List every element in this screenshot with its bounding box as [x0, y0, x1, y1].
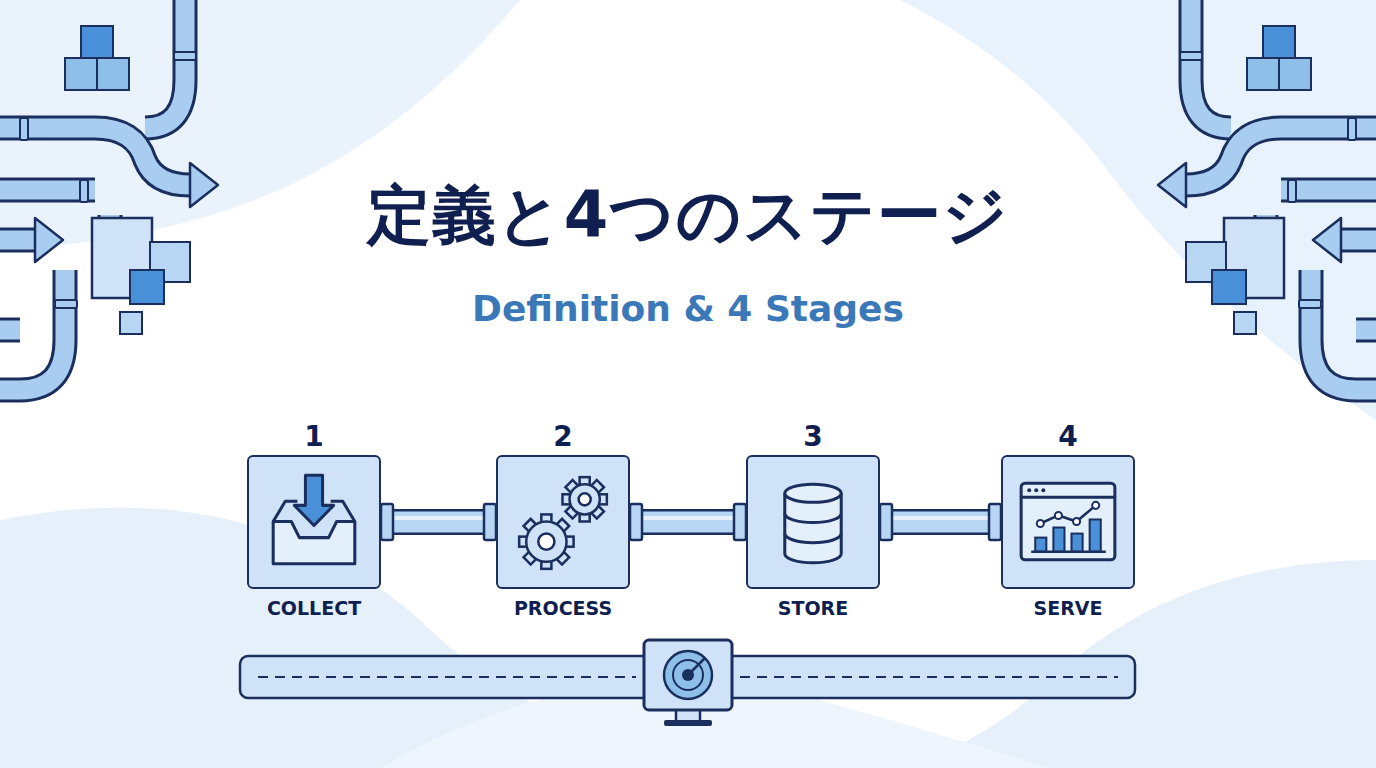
pipe-decoration: [1158, 0, 1376, 390]
flow-arrow: [1313, 218, 1341, 262]
pipe: [1191, 0, 1231, 128]
flow-arrow: [35, 218, 63, 262]
pipe-shine: [381, 516, 496, 520]
dashed-line: [258, 676, 636, 678]
stage-icon: [249, 457, 379, 587]
dashed-line: [740, 676, 1118, 678]
pipe: [1311, 270, 1376, 390]
pipe-fill: [630, 512, 746, 533]
pipe-flange: [174, 52, 196, 60]
data-block: [1234, 312, 1256, 334]
stage-box: 1COLLECT: [247, 455, 381, 589]
stage-box: 4SERVE: [1001, 455, 1135, 589]
step-number: 2: [553, 420, 572, 453]
monitor-icon: [644, 640, 732, 726]
pipe-outline: [1356, 318, 1376, 343]
stage-label: PROCESS: [514, 597, 612, 619]
stage-label: COLLECT: [267, 597, 361, 619]
stage-box: 2PROCESS: [496, 455, 630, 589]
stage-label: STORE: [778, 597, 848, 619]
pipe-connector-group: [630, 504, 746, 540]
data-block: [130, 270, 164, 304]
stage-icon: [748, 457, 878, 587]
step-number: 4: [1058, 420, 1077, 453]
pipe-flange: [381, 504, 393, 540]
flow-arrow: [190, 163, 218, 207]
pipe-flange: [484, 504, 496, 540]
pipe-outline: [0, 318, 20, 343]
pipe-flange: [1299, 300, 1321, 308]
data-block: [65, 58, 97, 90]
pipe-outline: [1311, 270, 1376, 390]
pipe-flange: [1288, 180, 1296, 202]
pipe-flange: [55, 300, 77, 308]
pipe-outline: [0, 178, 95, 203]
pipe-shine: [880, 516, 1001, 520]
pipe: [1356, 321, 1376, 340]
pipe-shine: [630, 516, 746, 520]
stage-label: SERVE: [1034, 597, 1103, 619]
title: 定義と4つのステージ: [0, 172, 1376, 259]
pipe-flange: [880, 504, 892, 540]
pipe-connector-group: [381, 504, 496, 540]
pipe-flange: [20, 118, 28, 140]
pipe-outline: [1191, 0, 1231, 128]
pipe-fill: [880, 512, 1001, 533]
pipe-flange: [734, 504, 746, 540]
subtitle: Definition & 4 Stages: [0, 288, 1376, 329]
data-block: [1247, 58, 1279, 90]
stage-icon: [498, 457, 628, 587]
pipe-decoration: [0, 0, 218, 390]
step-number: 3: [803, 420, 822, 453]
store-icon: [785, 484, 841, 563]
data-block: [1263, 26, 1295, 58]
pipe-connector: [630, 509, 746, 535]
pipe-flange: [1180, 52, 1202, 60]
pipe-flange: [80, 180, 88, 202]
pipe-outline: [145, 0, 185, 128]
pipe-outline: [0, 228, 35, 253]
stage-box: 3STORE: [746, 455, 880, 589]
serve-icon: [1021, 483, 1115, 560]
step-number: 1: [304, 420, 323, 453]
pipe: [1341, 231, 1376, 250]
pipe: [145, 0, 185, 128]
pipe-outline: [0, 270, 65, 390]
pipe: [0, 231, 35, 250]
pipe-connector: [880, 509, 1001, 535]
pipe-outline: [1341, 228, 1376, 253]
data-block: [1212, 270, 1246, 304]
pipe-connector-group: [880, 504, 1001, 540]
process-icon: [519, 477, 607, 569]
data-block: [81, 26, 113, 58]
pipe-connector: [381, 509, 496, 535]
pipe: [0, 321, 20, 340]
pipe: [0, 270, 65, 390]
collect-icon: [273, 475, 355, 564]
data-block: [120, 312, 142, 334]
pipe-fill: [381, 512, 496, 533]
stage-icon: [1003, 457, 1133, 587]
pipe-flange: [630, 504, 642, 540]
flow-arrow: [1158, 163, 1186, 207]
data-block: [1279, 58, 1311, 90]
pipe-flange: [1348, 118, 1356, 140]
pipe-outline: [1281, 178, 1376, 203]
pipe-flange: [989, 504, 1001, 540]
data-block: [97, 58, 129, 90]
